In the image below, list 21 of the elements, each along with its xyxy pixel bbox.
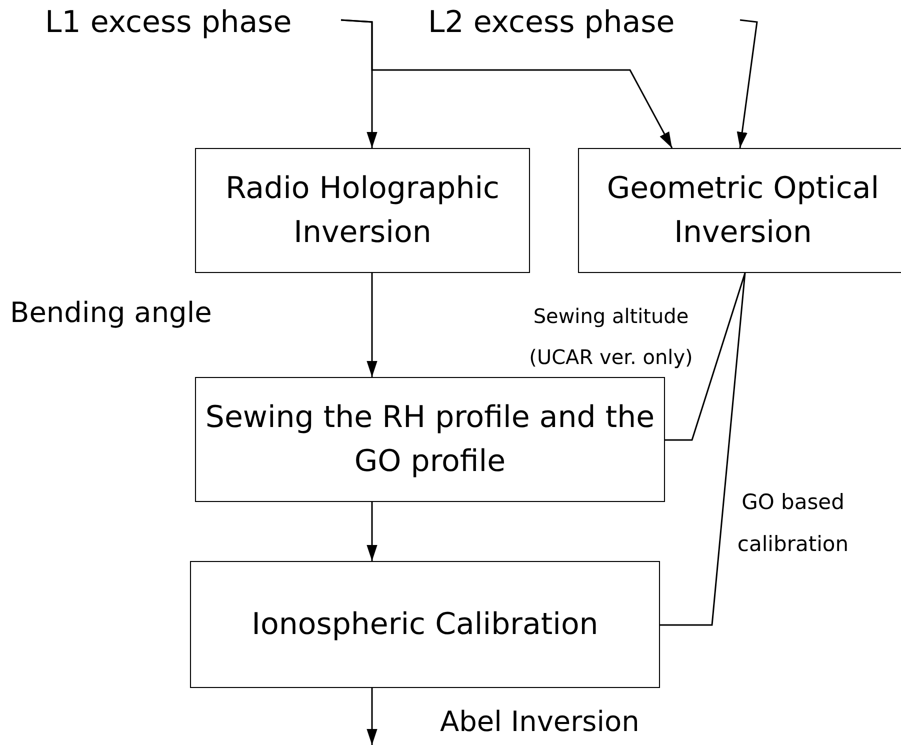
arrow: [366, 502, 378, 561]
connector-line: [660, 272, 746, 626]
arrow: [736, 19, 758, 148]
box-text: Radio Holographic Inversion: [224, 170, 501, 252]
connector-line: [665, 272, 746, 441]
process-box: [578, 148, 901, 273]
edge-label: GO based calibration: [736, 489, 850, 558]
arrow: [340, 19, 673, 148]
box-text: Sewing the RH profile and the GO profile: [204, 399, 656, 480]
edge-label: Abel Inversion: [440, 705, 640, 739]
arrow: [366, 273, 378, 377]
process-box: [195, 377, 665, 502]
input-label: L1 excess phase: [45, 2, 341, 42]
process-box: [195, 148, 530, 273]
arrow: [366, 688, 378, 745]
edge-label: Sewing altitude (UCAR ver. only): [528, 303, 694, 371]
input-label: L2 excess phase: [428, 2, 740, 42]
process-box: [190, 561, 660, 688]
note-label: Bending angle: [10, 296, 212, 329]
box-text: Ionospheric Calibration: [252, 606, 598, 644]
box-text: Geometric Optical Inversion: [606, 170, 880, 252]
